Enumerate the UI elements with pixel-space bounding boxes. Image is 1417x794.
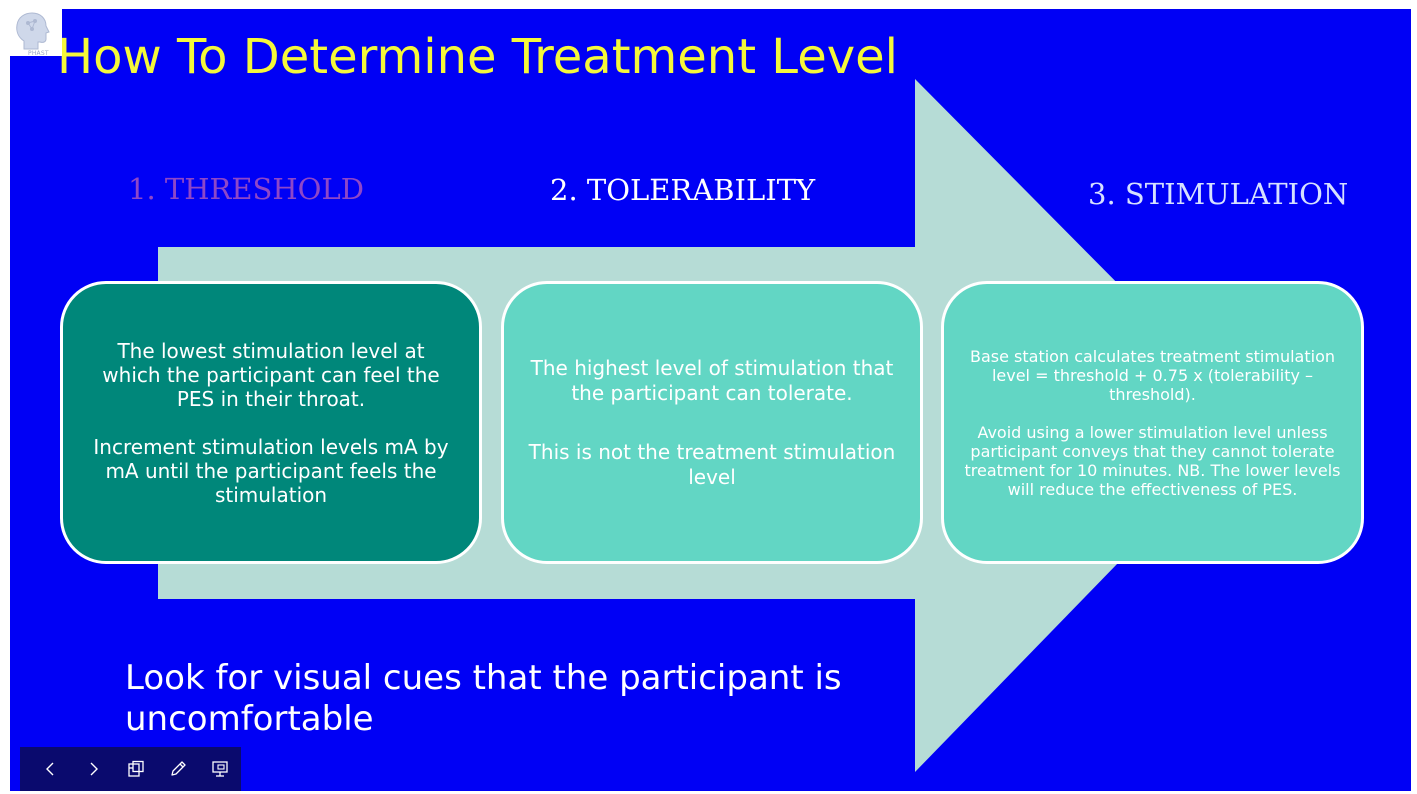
- threshold-instruction: Increment stimulation levels mA by mA un…: [93, 434, 449, 507]
- slideshow-toolbar: [20, 747, 241, 791]
- step-label-tolerability: 2. TOLERABILITY: [550, 173, 816, 207]
- presenter-view-button[interactable]: [199, 747, 241, 791]
- step-label-stimulation: 3. STIMULATION: [1088, 177, 1349, 211]
- threshold-definition: The lowest stimulation level at which th…: [102, 338, 440, 411]
- next-slide-button[interactable]: [72, 747, 114, 791]
- chevron-left-icon: [46, 762, 54, 776]
- slides-overview-icon: [127, 760, 144, 777]
- head-logo-icon: [16, 12, 50, 50]
- page-title: How To Determine Treatment Level: [57, 29, 899, 85]
- tolerability-note: This is not the treatment stimulation le…: [528, 439, 896, 489]
- step-label-threshold: 1. THRESHOLD: [128, 172, 364, 206]
- threshold-card: The lowest stimulation level at which th…: [60, 281, 482, 564]
- chevron-right-icon: [90, 762, 99, 776]
- stimulation-warning: Avoid using a lower stimulation level un…: [964, 422, 1341, 499]
- visual-cues-note: Look for visual cues that the participan…: [125, 658, 842, 739]
- slide: How To Determine Treatment Level 1. THRE…: [10, 9, 1411, 791]
- pen-icon: [171, 761, 186, 776]
- stimulation-card: Base station calculates treatment stimul…: [941, 281, 1364, 564]
- logo-text: PHAST: [28, 50, 49, 57]
- pen-tool-button[interactable]: [157, 747, 199, 791]
- previous-slide-button[interactable]: [30, 747, 72, 791]
- presenter-view-icon: [212, 761, 228, 777]
- phast-logo: PHAST: [10, 9, 62, 57]
- slides-overview-button[interactable]: [114, 747, 156, 791]
- tolerability-definition: The highest level of stimulation that th…: [530, 355, 894, 405]
- tolerability-card: The highest level of stimulation that th…: [501, 281, 923, 564]
- stimulation-formula: Base station calculates treatment stimul…: [970, 346, 1335, 404]
